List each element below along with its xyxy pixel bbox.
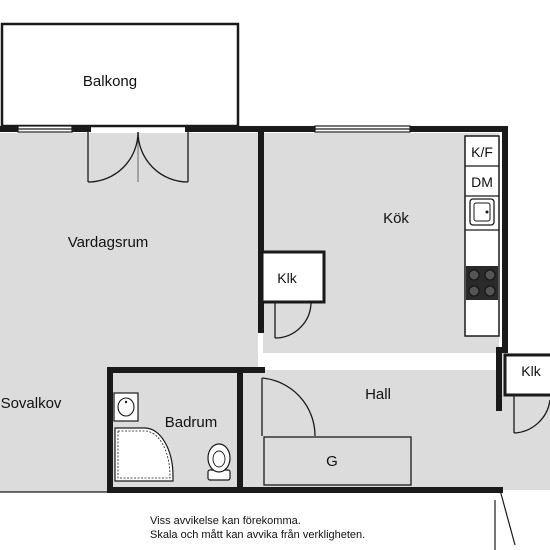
hall-label: Hall bbox=[365, 386, 391, 403]
floor-fill bbox=[0, 133, 550, 492]
entry-closet-label: Klk bbox=[521, 363, 541, 379]
windows bbox=[17, 125, 411, 133]
sink-icon bbox=[469, 198, 495, 226]
kitchen-label: Kök bbox=[383, 210, 409, 227]
entry-closet bbox=[503, 353, 550, 434]
basin-icon bbox=[113, 392, 139, 422]
sleeping-alcove-label: Sovalkov bbox=[1, 395, 62, 412]
bottom-boundary bbox=[0, 489, 516, 550]
living-room-label: Vardagsrum bbox=[68, 234, 149, 251]
walls bbox=[0, 126, 508, 493]
balcony-area bbox=[0, 22, 240, 128]
disclaimer-line-1: Viss avvikelse kan förekomma. bbox=[150, 515, 301, 527]
shower-icon bbox=[114, 427, 174, 482]
balcony-door bbox=[87, 129, 189, 183]
wardrobe-label: G bbox=[326, 453, 338, 470]
disclaimer-line-2: Skala och mått kan avvika från verklighe… bbox=[150, 529, 365, 541]
stove-icon bbox=[466, 266, 498, 300]
balcony-label: Balkong bbox=[83, 73, 137, 90]
kitchen-closet bbox=[260, 250, 326, 339]
wardrobe-area bbox=[263, 436, 412, 486]
bathroom-label: Badrum bbox=[165, 414, 218, 431]
dishwasher-label: DM bbox=[471, 174, 493, 190]
kitchen-closet-label: Klk bbox=[277, 270, 297, 286]
toilet-icon bbox=[207, 443, 231, 481]
bathroom-door bbox=[261, 377, 316, 437]
fridge-freezer-label: K/F bbox=[471, 144, 493, 160]
kitchen-counter bbox=[464, 135, 500, 337]
